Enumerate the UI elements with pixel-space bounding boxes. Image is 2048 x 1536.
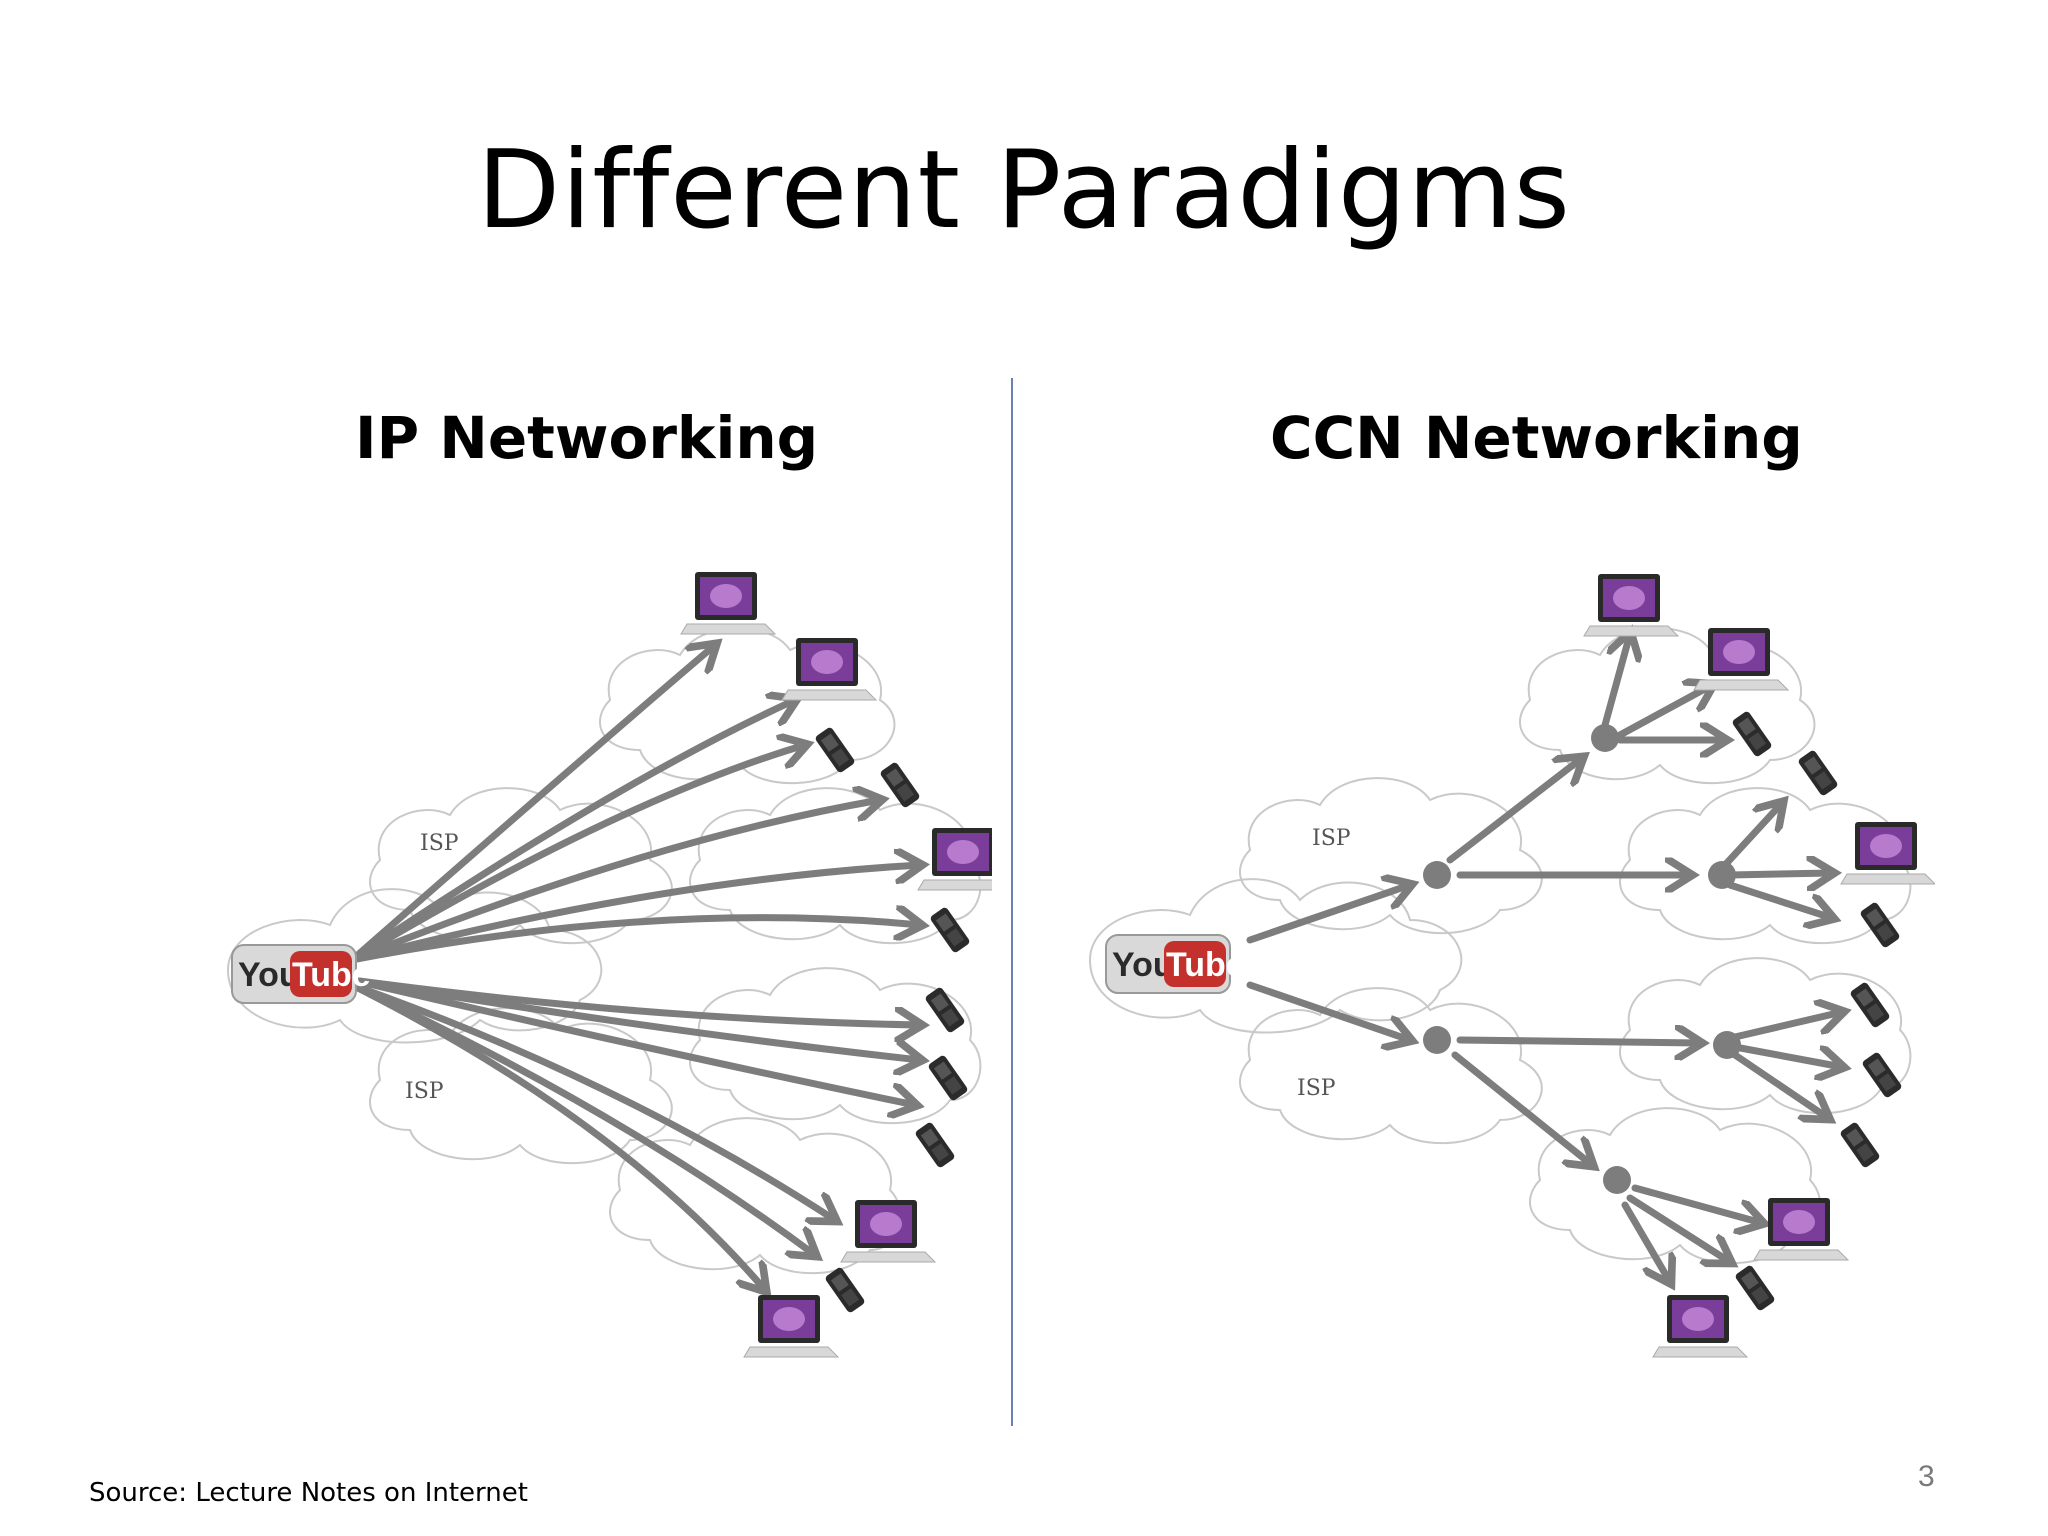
ccn-networking-heading: CCN Networking (1270, 404, 1803, 472)
svg-text:Tube: Tube (292, 956, 371, 994)
page-number: 3 (1918, 1460, 1935, 1493)
youtube-logo: You Tube (1105, 934, 1245, 994)
ip-networking-heading: IP Networking (355, 404, 819, 472)
slide-title: Different Paradigms (477, 128, 1571, 253)
ip-unicast-arrows (348, 645, 920, 1290)
ip-networking-diagram: ISP ISP You Tube (226, 571, 992, 1358)
ccn-multicast-arrows (1246, 634, 1842, 1282)
source-citation: Source: Lecture Notes on Internet (89, 1478, 528, 1508)
isp-label: ISP (1312, 826, 1351, 851)
ccn-router-nodes (1423, 724, 1741, 1194)
svg-text:You: You (238, 956, 300, 994)
isp-label: ISP (1297, 1076, 1336, 1101)
ccn-client-devices (1583, 573, 1935, 1358)
ip-client-devices (680, 571, 992, 1358)
svg-text:You: You (1112, 946, 1174, 984)
isp-label: ISP (420, 831, 459, 856)
ccn-networking-diagram: ISP ISP (1088, 573, 1935, 1358)
youtube-logo: You Tube (231, 944, 371, 1004)
isp-label: ISP (405, 1079, 444, 1104)
svg-text:Tube: Tube (1166, 946, 1245, 984)
divider-line (1011, 378, 1013, 1426)
